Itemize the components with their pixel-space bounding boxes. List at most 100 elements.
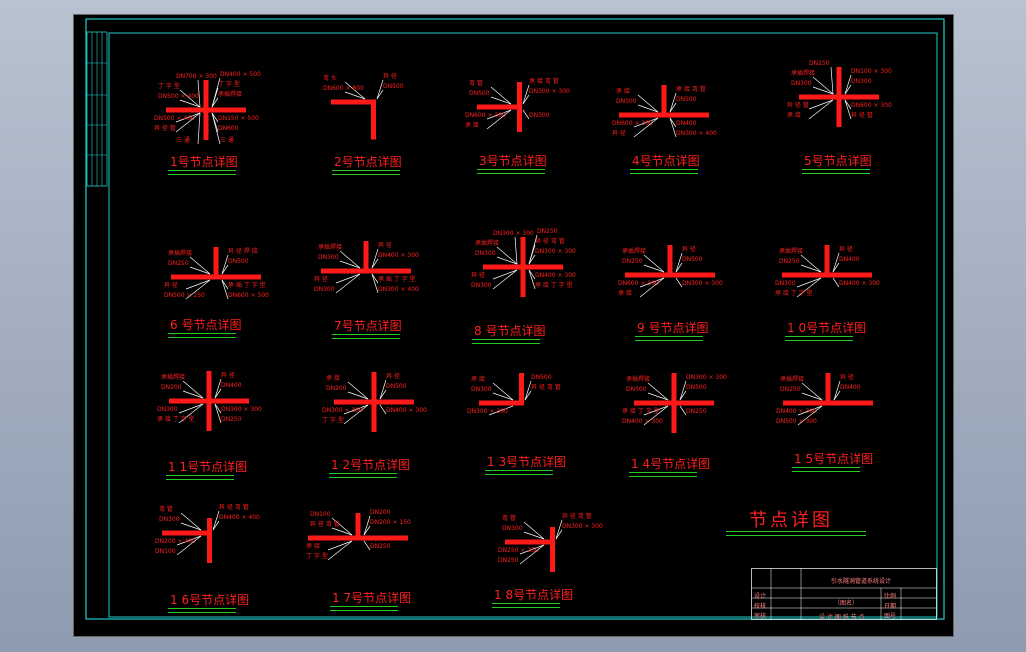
node-17-annotation-2: 异 径 弯 管 [310,520,340,528]
node-9-annotation-7: DN300 × 300 [682,280,723,287]
node-3-annotation-7: DN300 [529,112,550,119]
node-10-leader-2 [800,264,822,273]
node-1-leader-4 [211,97,219,108]
node-9-pipe-v [667,245,673,275]
node-4-title: 4号节点详图 [632,154,700,168]
node-14-title: 1 4号节点详图 [631,457,711,471]
node-10-annotation-1: 承插焊接 [779,247,803,255]
main-drawing-title: 节点详图 [749,510,833,531]
node-5-leader-5 [808,99,834,110]
node-3-title-underline [477,169,545,174]
node-4-pipe-v [661,85,667,115]
node-9-leader-3 [675,252,683,273]
node-5-annotation-9: DN250 [809,60,830,67]
node-16-title: 1 6号节点详图 [170,593,250,607]
node-5-leader-8 [844,99,852,120]
node-3-leader-3 [522,84,530,105]
node-15-pipe-v [825,373,831,403]
node-7-pipe-v [363,241,369,271]
node-1-annotation-8: DN600 [218,125,239,132]
node-18-title-underline [492,603,560,608]
node-16-annotation-6: DN100 [155,548,176,555]
node-10-title: 1 0号节点详图 [787,321,867,335]
node-12-annotation-7: DN400 × 300 [386,407,427,414]
node-14-leader-7 [679,405,687,416]
node-16-leader-1 [180,512,202,531]
node-6-pipe-v [213,247,219,277]
node-17-annotation-5: 承 接 [306,542,320,550]
node-13-pipe-v [519,373,524,403]
node-9-annotation-4: DN500 [682,256,703,263]
node-3-annotation-2: DN500 [469,90,490,97]
node-14-leader-2 [647,392,669,401]
node-13-pipe-h [479,400,524,406]
node-2-pipe-h [331,99,376,105]
node-13-annotation-3: DN500 [531,374,552,381]
node-6-annotation-5: 异 径 [164,281,178,289]
node-5-pipe-v [836,67,842,127]
node-17-title: 1 7号节点详图 [332,591,412,605]
node-13-leader-4 [524,390,532,401]
node-5-leader-4 [844,84,852,95]
node-17-leader-2 [331,527,353,536]
node-16-annotation-5: DN200 × 400 [155,538,196,545]
node-1-annotation-9: DN700 × 300 [176,73,217,80]
node-7-leader-8 [371,273,379,294]
node-16-pipe-h [162,530,207,536]
node-1-leader-6 [175,112,201,133]
node-2-title: 2号节点详图 [334,155,402,169]
title-block-row-1: 设计 [754,593,767,600]
node-12-annotation-1: 承 接 [326,374,340,382]
node-12-title-underline [329,473,397,478]
node-11-pipe-v [206,371,212,431]
node-9-annotation-1: 承插焊接 [622,247,646,255]
node-6-leader-4 [221,264,229,275]
node-12-leader-1 [347,381,369,400]
node-8-leader-6 [492,269,518,290]
node-11-annotation-1: 承插焊接 [161,373,185,381]
node-15-leader-2 [801,392,823,401]
node-8-annotation-3: 异 径 弯 管 [535,237,565,245]
node-9-title-underline [635,336,703,341]
node-13-leader-1 [492,382,514,401]
node-11-leader-3 [214,378,222,399]
node-1-annotation-2: DN500 × 400 [158,93,199,100]
node-9-annotation-3: 异 径 [682,245,696,253]
node-18-pipe-v [550,527,555,572]
node-1-title-underline [168,170,236,175]
node-16-leader-2 [180,522,202,531]
node-10-leader-7 [832,277,840,288]
title-block-right-1: 比例 [884,593,897,600]
node-7-annotation-5: 异 径 [314,275,328,283]
node-12-annotation-4: DN500 [386,383,407,390]
node-7-title: 7号节点详图 [334,319,402,333]
node-6-annotation-8: DN600 × 500 [228,292,269,299]
node-1-leader-7 [211,112,219,123]
node-17-annotation-7: DN250 [370,543,391,550]
node-6-annotation-6: DN500 × 250 [164,292,205,299]
node-15-leader-5 [797,405,823,416]
node-13-annotation-2: DN300 [471,386,492,393]
node-14-pipe-v [671,373,677,433]
node-1-annotation-10: DN400 × 500 [220,71,261,78]
node-5-leader-2 [812,86,834,95]
node-13-annotation-5: DN300 × 300 [467,408,508,415]
node-10-leader-4 [832,262,840,273]
node-1-annotation-7: DN150 × 500 [218,115,259,122]
node-15-annotation-4: DN400 [840,384,861,391]
node-4-leader-7 [669,117,677,128]
node-7-leader-2 [339,260,361,269]
node-17-leader-3 [363,515,371,536]
node-15-leader-4 [833,390,841,401]
node-12-leader-5 [343,404,369,415]
node-5-annotation-3: DN100 × 300 [851,68,892,75]
node-1-leader-2 [179,99,201,108]
node-6-annotation-3: 异 径 焊 接 [228,247,258,255]
node-16-annotation-4: DN400 × 400 [219,514,260,521]
node-15-annotation-5: DN400 × 300 [776,408,817,415]
node-11-leader-4 [214,388,222,399]
node-12-leader-7 [379,404,387,415]
node-12-annotation-3: 异 径 [386,372,400,380]
